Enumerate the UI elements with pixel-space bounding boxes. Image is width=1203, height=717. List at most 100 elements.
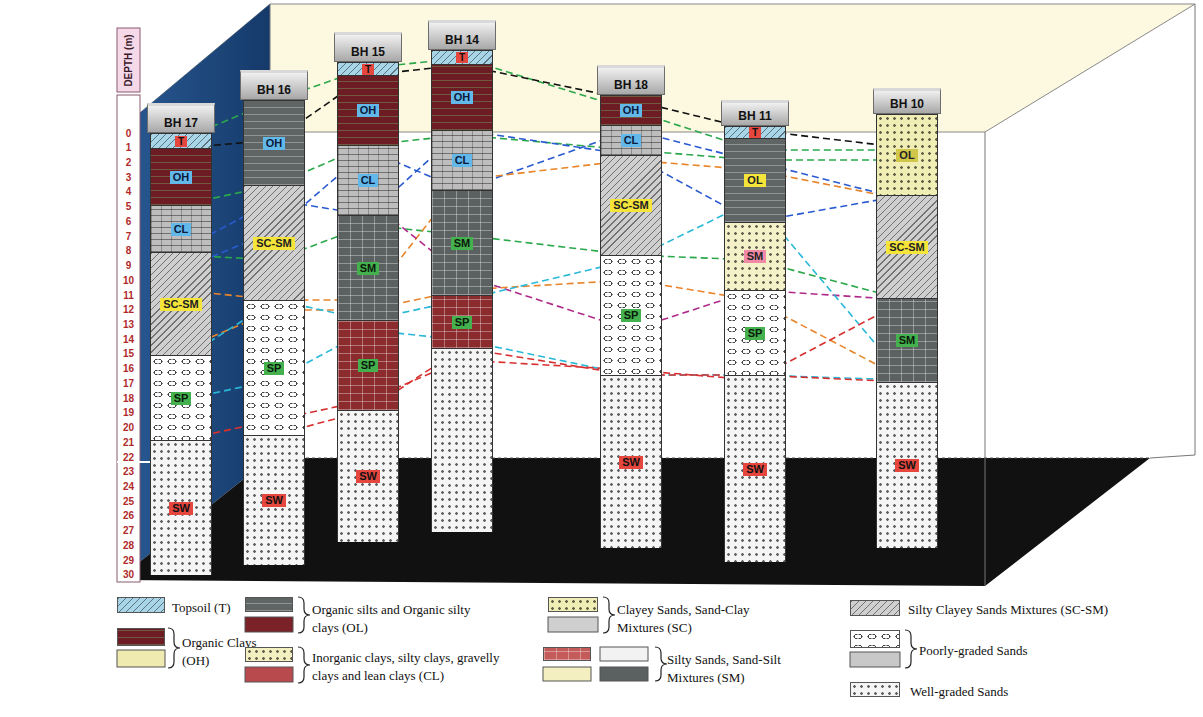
depth-tick: 23 [117,465,140,478]
axis-title: DEPTH (m) [123,34,134,86]
depth-number: 22 [123,452,134,463]
soil-layer: SM [876,298,938,382]
legend-swatch [850,652,900,667]
depth-tick: 29 [117,554,140,567]
depth-tick: 24 [117,480,140,493]
soil-layer: SW [150,440,212,575]
soil-layer: SW [600,375,662,548]
box-edge [1150,455,1195,458]
legend-swatch [117,650,165,667]
legend-entry: Well-graded Sands [910,682,1080,700]
depth-number: 27 [123,525,134,536]
layer-code: SM [896,334,919,347]
box-edge [270,458,1150,459]
legend-entry: Clayey Sands, Sand-Clay Mixtures (SC) [617,600,787,636]
correlation-line [181,300,906,440]
borehole-cap: BH 16 [240,70,308,100]
depth-number: 25 [123,496,134,507]
layer-code: T [175,136,187,147]
legend-text: Organic silts and Organic silty clays (O… [312,602,470,635]
depth-tick: 2 [117,156,140,169]
borehole-label: BH 14 [445,33,479,47]
legend-text: Silty Sands, Sand-Silt Mixtures (SM) [667,652,781,685]
layer-code: OL [896,149,917,162]
borehole-cap: BH 17 [147,103,215,133]
soil-layer: T [724,126,786,138]
borehole-cap: BH 14 [428,20,496,50]
soil-layer: OL [724,138,786,222]
depth-title-box [117,28,140,92]
soil-layer: SW [876,382,938,548]
depth-tick: 0 [117,127,140,140]
borehole-label: BH 15 [351,45,385,59]
layer-code: SP [171,392,192,405]
borehole-label: BH 16 [257,83,291,97]
layer-code: SP [452,316,473,329]
correlation-lines [181,58,906,440]
layer-code: SW [262,494,286,507]
layer-code: SW [743,463,767,476]
soil-layer: T [337,62,399,75]
borehole-label: BH 17 [164,116,198,130]
soil-layer: CL [150,205,212,252]
layer-code: SP [745,327,766,340]
borehole-label: BH 18 [614,78,648,92]
legend-swatch [548,617,598,632]
depth-tick: 1 [117,141,140,154]
borehole-column: OHSC-SMSPSWBH 16 [243,70,305,565]
borehole-column: TOHCLSMSPSWBH 15 [337,32,399,542]
layer-code: SC-SM [886,241,927,254]
legend-swatch [245,597,293,612]
legend-text: Inorganic clays, silty clays, gravelly c… [312,650,499,683]
layer-code: OH [170,171,193,184]
soil-layer: SP [337,320,399,410]
layer-code: CL [171,223,192,236]
layer-code: SC-SM [610,199,651,212]
depth-number: 2 [126,157,132,168]
depth-number: 10 [123,275,134,286]
soil-layer: SM [337,215,399,320]
legend-extra-swatches [117,617,900,682]
depth-tick: 12 [117,303,140,316]
brace [655,647,667,681]
box-edge [985,132,986,586]
layer-code: CL [621,134,642,147]
legend-swatch [543,667,591,681]
legend-braces [168,597,917,683]
soil-layer: SC-SM [243,185,305,300]
depth-number: 24 [123,481,134,492]
brace [298,597,310,633]
depth-number: 23 [123,466,134,477]
soil-layer: OH [150,148,212,205]
depth-number: 18 [123,393,134,404]
legend-entry: Poorly-graded Sands [919,641,1079,659]
layer-code: CL [452,154,473,167]
legend-text: Clayey Sands, Sand-Clay Mixtures (SC) [617,602,750,635]
depth-number: 21 [123,437,134,448]
layer-code: OL [744,174,765,187]
depth-tick: 18 [117,392,140,405]
legend-swatch [600,667,648,681]
depth-number: 6 [126,216,132,227]
soil-layer: SP [243,300,305,435]
depth-tick: 7 [117,230,140,243]
legend-swatch [543,647,591,661]
depth-tick: 27 [117,524,140,537]
soil-layer: SC-SM [876,195,938,298]
legend-text: Poorly-graded Sands [919,643,1028,658]
legend-swatch [850,682,900,697]
box-edge [1195,4,1196,455]
borehole-label: BH 11 [738,109,771,123]
layer-code: SM [744,250,767,263]
depth-number: 12 [123,304,134,315]
legend-entry: Organic silts and Organic silty clays (O… [312,600,472,636]
depth-number: 7 [126,231,132,242]
depth-tick: 21 [117,436,140,449]
layer-code: OH [357,104,380,117]
layer-code: SW [169,502,193,515]
soil-layer: SC-SM [600,155,662,255]
depth-tick: 20 [117,421,140,434]
depth-tick: 9 [117,259,140,272]
borehole-column: TOHCLSC-SMSPSWBH 17 [150,103,212,575]
soil-layer: T [150,133,212,148]
